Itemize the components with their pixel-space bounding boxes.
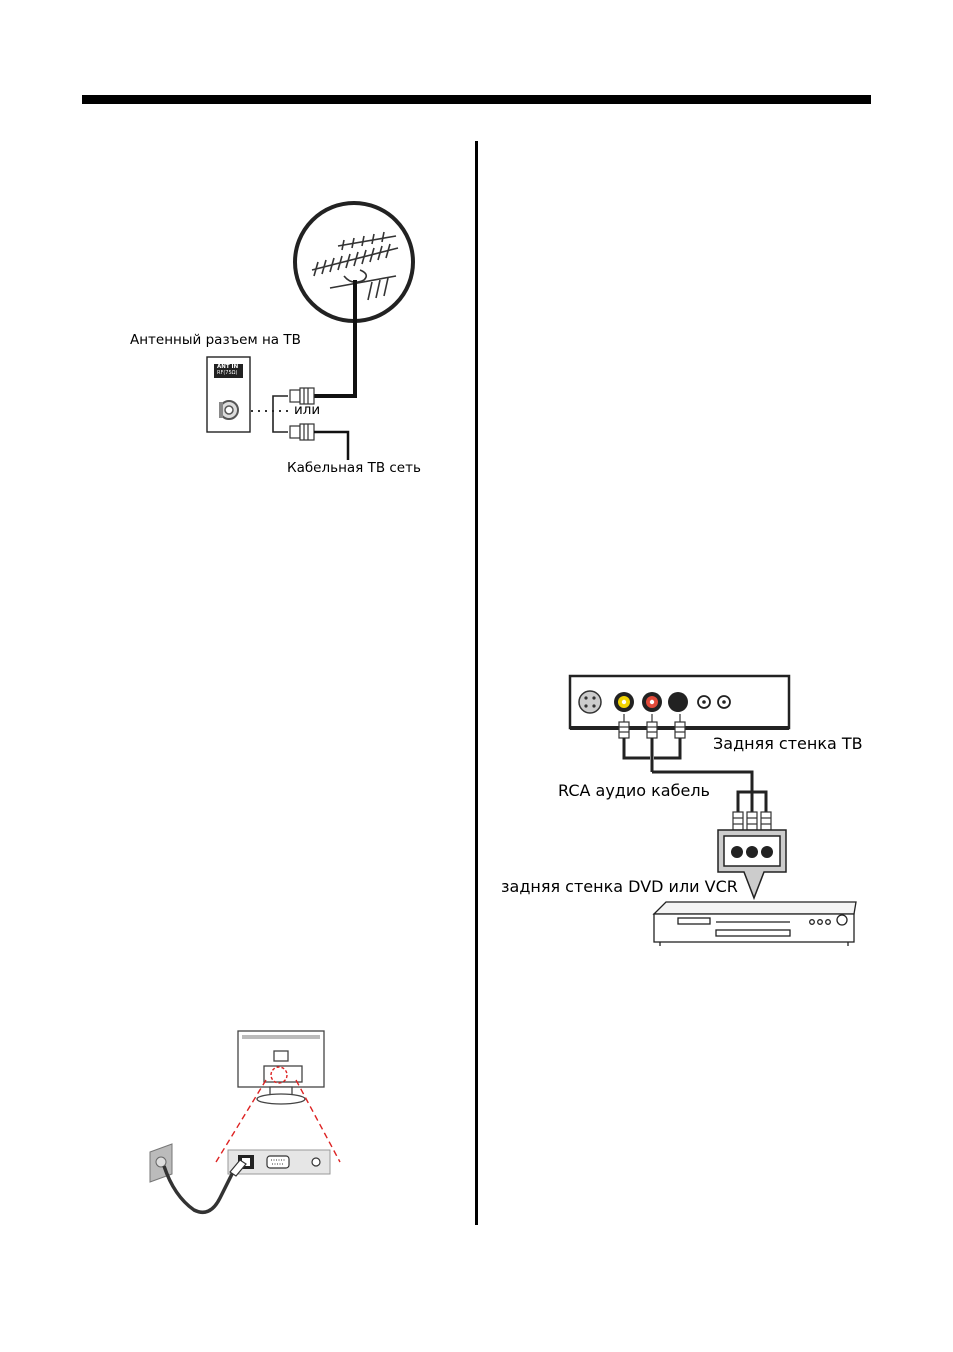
tv-back-label: Задняя стенка ТВ (713, 736, 863, 752)
device-back-label: задняя стенка DVD или VCR (501, 879, 738, 895)
dvd-player-icon (654, 902, 856, 946)
rca-port-black (668, 692, 688, 712)
rca-cable-label: RCA аудио кабель (558, 783, 710, 799)
s-video-port (579, 691, 601, 713)
rca-plugs-lower (733, 812, 771, 830)
